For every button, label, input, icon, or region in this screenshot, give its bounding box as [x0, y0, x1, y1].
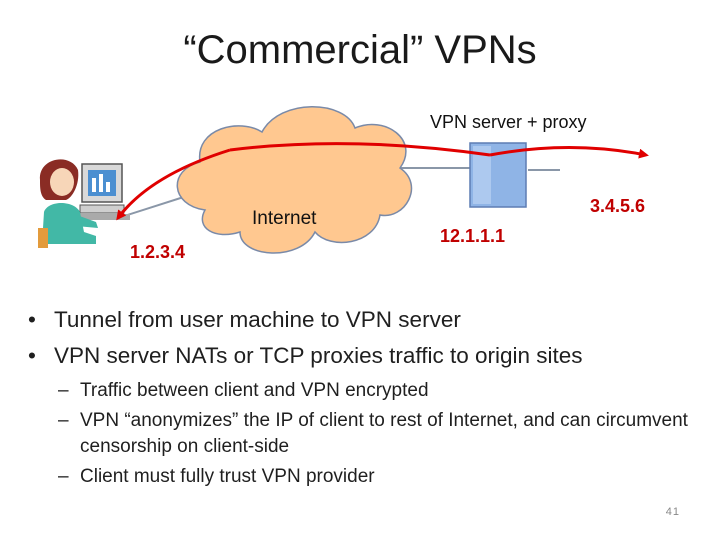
sub-bullet-text: Traffic between client and VPN encrypted [80, 380, 429, 401]
bullet-list: • Tunnel from user machine to VPN server… [28, 302, 708, 490]
dash-icon: – [58, 380, 69, 401]
internet-label: Internet [252, 208, 317, 229]
sub-bullet-text: Client must fully trust VPN provider [80, 466, 375, 487]
bullet-text: Tunnel from user machine to VPN server [54, 307, 461, 332]
client-ip-label: 1.2.3.4 [130, 242, 186, 262]
user-computer-icon [38, 159, 130, 248]
sub-bullet-list: – Traffic between client and VPN encrypt… [28, 378, 708, 490]
vpn-server-label: VPN server + proxy [430, 112, 587, 132]
bullet-dot-icon: • [28, 343, 36, 368]
vpn-diagram [38, 106, 649, 254]
dash-icon: – [58, 410, 69, 431]
server-inner-ip-label: 12.1.1.1 [440, 226, 506, 246]
sub-bullet-item: – Traffic between client and VPN encrypt… [58, 378, 708, 404]
bullet-text: VPN server NATs or TCP proxies traffic t… [54, 343, 583, 368]
bullet-item: • VPN server NATs or TCP proxies traffic… [28, 338, 708, 374]
tunnel-arrow-left [116, 148, 231, 221]
page-number: 41 [665, 506, 680, 518]
tunnel-arrow-right [489, 146, 649, 159]
sub-bullet-text: VPN “anonymizes” the IP of client to res… [80, 410, 688, 457]
internet-cloud [176, 106, 413, 254]
sub-bullet-item: – VPN “anonymizes” the IP of client to r… [58, 408, 708, 460]
server-outer-ip-label: 3.4.5.6 [590, 196, 646, 216]
slide-title: “Commercial” VPNs [183, 28, 537, 72]
bullet-dot-icon: • [28, 307, 36, 332]
sub-bullet-item: – Client must fully trust VPN provider [58, 464, 708, 490]
dash-icon: – [58, 466, 69, 487]
tunnel-arrow-to-server [229, 142, 491, 157]
bullet-item: • Tunnel from user machine to VPN server [28, 302, 708, 338]
